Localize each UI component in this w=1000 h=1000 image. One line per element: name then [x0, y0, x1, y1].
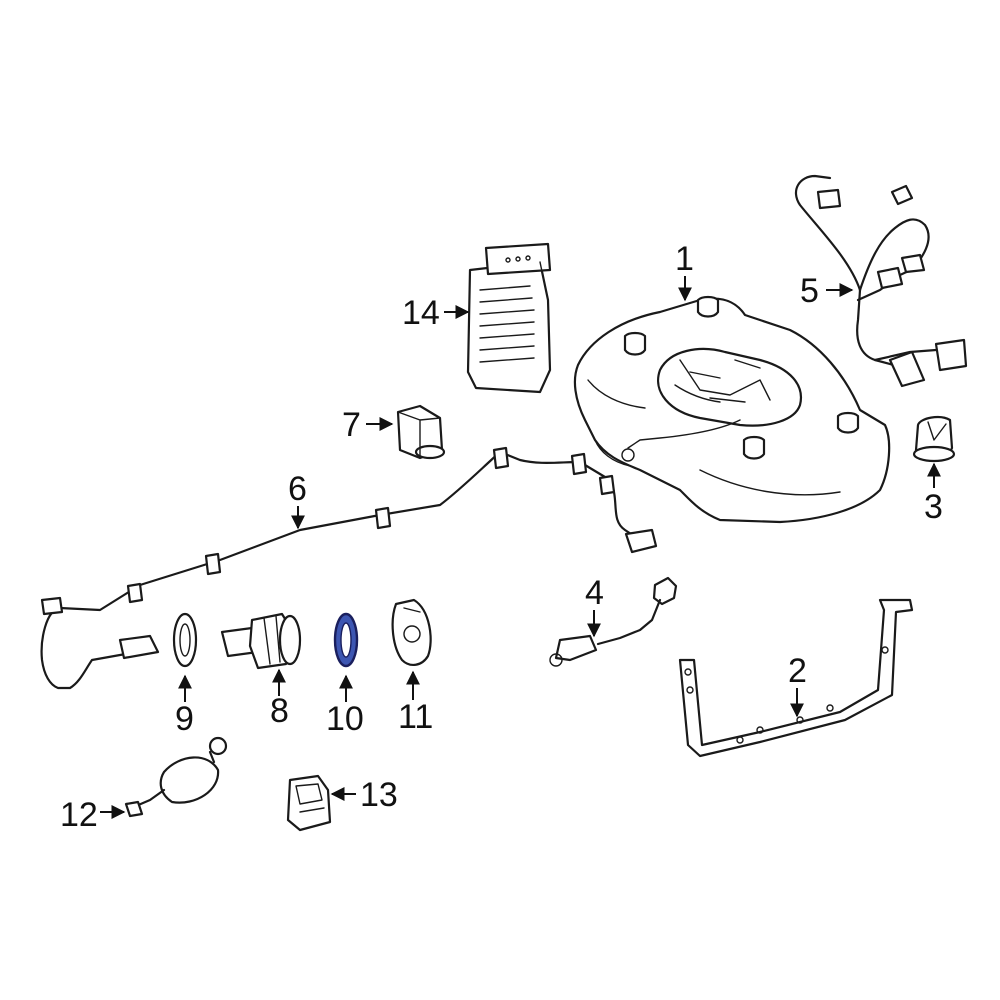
part-2-tank-strap[interactable] [678, 598, 914, 758]
callout-12: 12 [60, 796, 98, 834]
part-8-valve[interactable] [220, 612, 302, 670]
callout-6: 6 [288, 470, 307, 508]
part-1-fuel-tank[interactable] [573, 295, 891, 524]
part-3-grommet[interactable] [912, 416, 956, 463]
callout-13: 13 [360, 776, 398, 814]
part-12-sensor-probe[interactable] [124, 736, 228, 818]
callout-3: 3 [924, 488, 943, 526]
callout-5: 5 [800, 272, 819, 310]
callout-8: 8 [270, 692, 289, 730]
part-13-connector-clip[interactable] [286, 774, 332, 832]
callout-14: 14 [402, 294, 440, 332]
callout-9: 9 [175, 700, 194, 738]
part-7-sensor-block[interactable] [396, 404, 446, 460]
callout-11: 11 [398, 698, 433, 736]
part-5-wiring-harness[interactable] [794, 174, 968, 388]
callout-2: 2 [788, 652, 807, 690]
callout-7: 7 [342, 406, 361, 444]
part-4-sensor[interactable] [549, 576, 678, 667]
part-6-fuel-line[interactable] [40, 446, 658, 690]
part-11-bracket[interactable] [391, 598, 432, 666]
part-10-seal[interactable] [333, 612, 359, 668]
part-14-control-module[interactable] [466, 242, 552, 394]
part-9-o-ring[interactable] [172, 612, 198, 668]
callout-10: 10 [326, 700, 364, 738]
callout-4: 4 [585, 574, 604, 612]
callout-1: 1 [675, 240, 694, 278]
